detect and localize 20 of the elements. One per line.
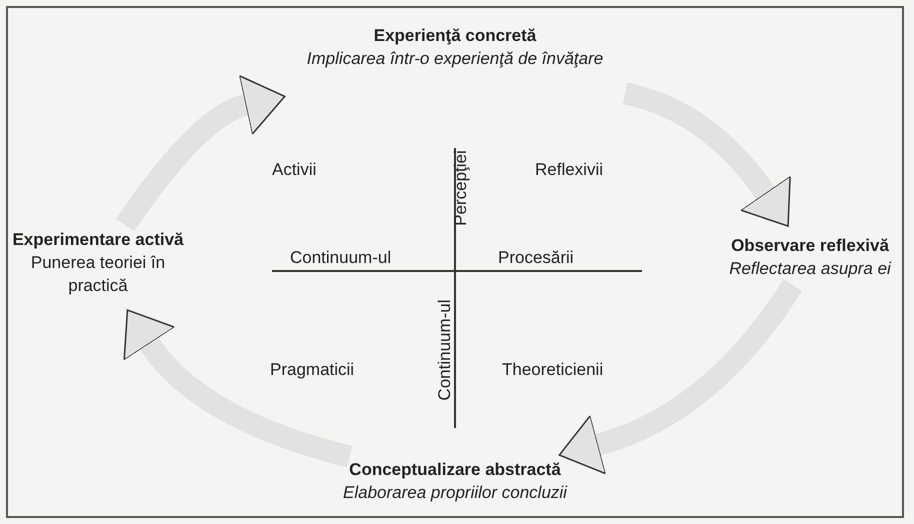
quadrant-label: Pragmaticii	[270, 360, 354, 380]
axis-label: Percepţiei	[451, 149, 471, 228]
stage-description: Punerea teoriei în practică	[30, 252, 166, 297]
stage-title: Experienţă concretă	[372, 25, 538, 47]
stage-description: Reflectarea asupra ei	[728, 258, 892, 280]
stage-title: Experimentare activă	[11, 229, 185, 251]
quadrant-label: Reflexivii	[535, 160, 604, 180]
stage-title: Observare reflexivă	[730, 235, 890, 257]
axis-label: Procesării	[498, 248, 574, 268]
quadrant-label: Theoreticienii	[502, 360, 604, 380]
curved-block-arrow	[559, 279, 802, 474]
axis-label: Continuum-ul	[290, 248, 392, 268]
curved-block-arrow	[124, 310, 353, 468]
curved-block-arrow	[622, 82, 790, 226]
stage-title: Conceptualizare abstractă	[348, 459, 562, 481]
stage-description: Implicarea într-o experienţă de învăţare	[306, 48, 604, 70]
stage-description: Elaborarea propriilor concluzii	[342, 482, 568, 504]
quadrant-label: Activii	[272, 160, 316, 180]
axis-label: Continuum-ul	[435, 298, 455, 403]
curved-block-arrow	[116, 76, 285, 232]
